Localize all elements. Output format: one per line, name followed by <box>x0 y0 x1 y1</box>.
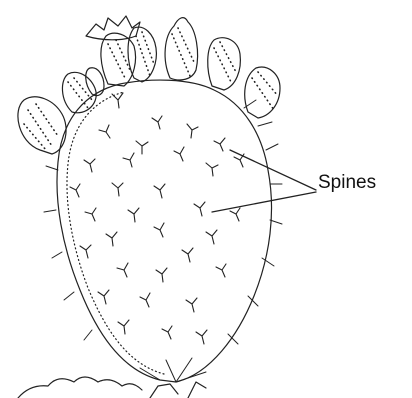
bud-center-right <box>165 18 198 80</box>
pad-spines <box>70 93 244 344</box>
cactus-pad <box>57 80 272 382</box>
spines-pointer-lower <box>212 192 316 212</box>
flower-petals <box>86 16 140 40</box>
bud-right <box>208 38 241 90</box>
bud-flower <box>101 33 136 86</box>
bud-center-left <box>128 27 156 82</box>
spines-label: Spines <box>318 172 376 194</box>
edge-spines <box>44 100 282 382</box>
